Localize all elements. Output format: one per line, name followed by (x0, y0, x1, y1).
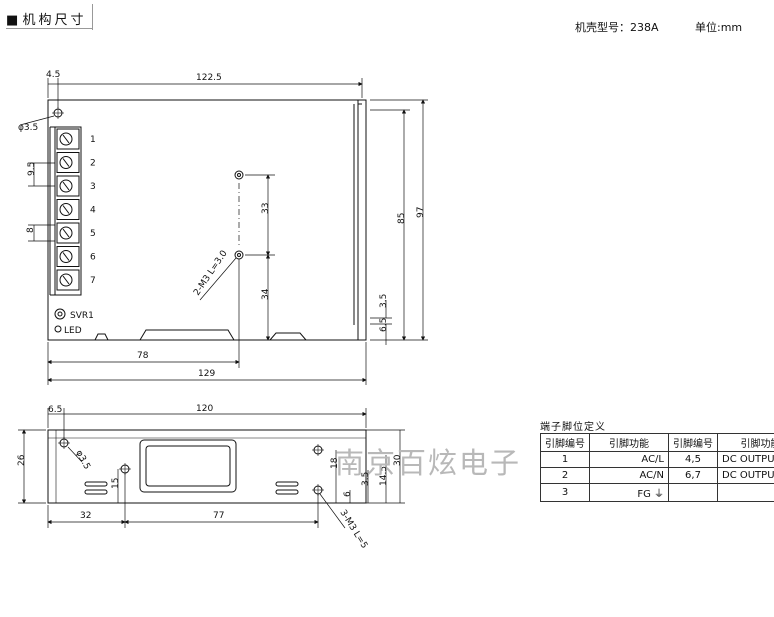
dim-side-14-5: 14.5 (379, 466, 389, 486)
dim-spacing-33: 33 (261, 203, 271, 214)
square-bullet-icon: ■ (6, 13, 19, 28)
unit-label: 单位:mm (695, 21, 743, 34)
dim-height-85: 85 (397, 213, 407, 224)
dim-side-32: 32 (80, 511, 91, 521)
terminal-number-6: 6 (90, 253, 96, 263)
dim-side-77: 77 (213, 511, 224, 521)
pin-table-header-row: 引脚编号 引脚功能 引脚编号 引脚功能 (540, 433, 774, 452)
dim-spacing-34: 34 (261, 288, 271, 300)
terminal-numbers: 1 2 3 4 5 6 7 (90, 135, 96, 286)
terminal-number-3: 3 (90, 182, 96, 192)
pin-cell: AC/L (589, 451, 669, 468)
dim-hole-dia: φ3.5 (18, 123, 38, 133)
dim-side-30: 30 (393, 454, 403, 466)
pin-cell: DC OUTPUT +V (716, 467, 774, 484)
terminal-number-4: 4 (90, 206, 96, 216)
dim-side-3-5: 3.5 (361, 472, 371, 486)
dim-side-width: 120 (196, 404, 213, 414)
svr-label: SVR1 (70, 311, 94, 321)
terminal-number-2: 2 (90, 159, 96, 169)
pin-cell: AC/N (589, 467, 669, 484)
terminal-screw-5 (56, 222, 80, 244)
dim-side-offset: 6.5 (48, 405, 62, 415)
terminal-block (54, 126, 82, 296)
table-row: 1 AC/L 4,5 DC OUTPUT -V (540, 451, 774, 468)
section-title: 机构尺寸 (22, 13, 87, 28)
table-row: 2 AC/N 6,7 DC OUTPUT +V (540, 467, 774, 484)
terminal-screws (56, 128, 80, 291)
terminal-screw-4 (56, 199, 80, 220)
dim-side-hole: φ3.5 (73, 449, 91, 472)
svr-potentiometer (54, 308, 66, 320)
dim-side-15: 15 (111, 478, 121, 489)
terminal-window (139, 439, 237, 493)
pin-cell: FG ⏚ (589, 483, 669, 502)
pin-header-func-1: 引脚功能 (589, 433, 669, 452)
pin-header-func-2: 引脚功能 (716, 433, 774, 452)
dim-height-97: 97 (416, 207, 426, 218)
dim-right-3-5: 3.5 (379, 294, 389, 308)
dim-overall-width-top: 122.5 (196, 73, 222, 83)
case-model: 机壳型号：238A (575, 21, 659, 34)
dim-bottom-78: 78 (137, 351, 149, 361)
dim-side-height-26: 26 (17, 454, 27, 466)
dim-side-screws: 3-M3 L=5 (337, 508, 369, 550)
side-view (18, 408, 405, 529)
pin-header-no-1: 引脚编号 (540, 433, 590, 452)
pin-cell: 2 (540, 467, 590, 484)
top-view (19, 78, 428, 385)
mount-hole-2 (234, 250, 244, 260)
pin-cell: 3 (540, 483, 590, 502)
right-flange (350, 99, 367, 341)
pin-cell: 4,5 (668, 451, 718, 468)
terminal-number-1: 1 (90, 135, 96, 145)
terminal-screw-3 (56, 175, 80, 197)
section-title-block: ■ 机构尺寸 (6, 9, 86, 28)
pin-cell: 1 (540, 451, 590, 468)
led-indicator (54, 325, 62, 333)
pin-cell (716, 483, 774, 502)
terminal-screw-2 (56, 152, 80, 173)
pin-header-no-2: 引脚编号 (668, 433, 718, 452)
terminal-number-7: 7 (90, 276, 96, 286)
terminal-screw-7 (56, 269, 80, 291)
title-underline (6, 28, 92, 29)
dim-bottom-129: 129 (198, 369, 215, 379)
terminal-screw-1 (56, 128, 80, 150)
bottom-cutout (139, 329, 235, 341)
terminal-number-5: 5 (90, 229, 96, 239)
dim-side-6: 6 (343, 491, 353, 497)
pin-cell: DC OUTPUT -V (716, 451, 774, 468)
dim-right-6-5: 6.5 (379, 318, 389, 332)
dim-terminal-width: 8 (26, 227, 36, 233)
dim-mount-screws: 2-M3 L=3.0 (192, 249, 230, 298)
dim-pitch: 9.5 (27, 162, 37, 176)
title-vertical-line (92, 4, 93, 30)
pin-table: 引脚编号 引脚功能 引脚编号 引脚功能 1 AC/L 4,5 DC OUTPUT… (540, 433, 774, 502)
pin-cell: 6,7 (668, 467, 718, 484)
dim-offset-left: 4.5 (46, 70, 60, 80)
dim-side-18: 18 (330, 457, 340, 469)
pin-table-title: 端子脚位定义 (540, 422, 606, 433)
mount-hole-1 (234, 170, 244, 180)
terminal-screw-6 (56, 246, 80, 267)
table-row: 3 FG ⏚ (540, 483, 774, 502)
pin-cell (668, 483, 718, 502)
led-label: LED (64, 326, 82, 336)
watermark: 南京百炫电子 (335, 446, 522, 480)
